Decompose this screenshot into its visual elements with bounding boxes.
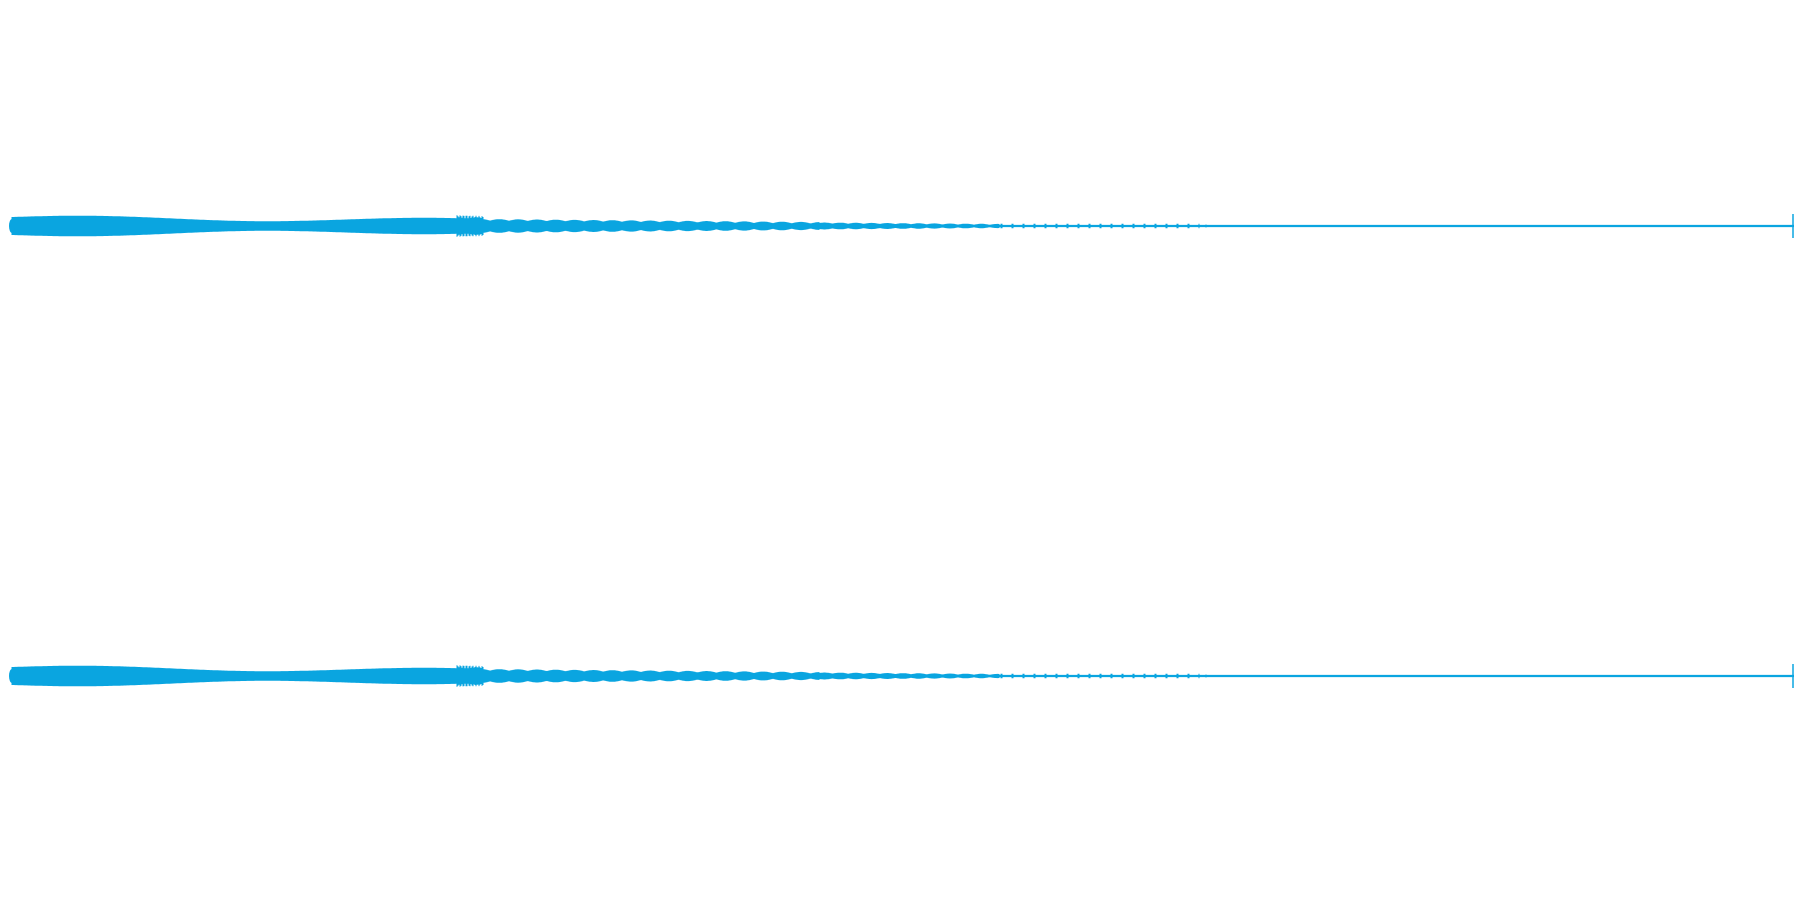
waveform-amplitude xyxy=(11,665,1231,687)
waveform-start-cap xyxy=(9,669,15,683)
waveform-start-cap xyxy=(9,219,15,233)
waveform-channel-2 xyxy=(9,664,1794,688)
waveform-amplitude xyxy=(11,215,1231,237)
waveform-channel-1 xyxy=(9,214,1794,238)
